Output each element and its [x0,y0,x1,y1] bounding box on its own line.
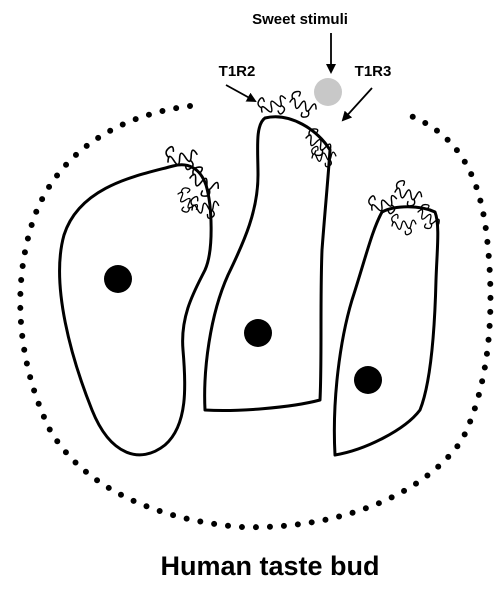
taste-bud-boundary [20,106,490,527]
nucleus-middle [244,319,272,347]
t1r3-arrow [343,88,372,120]
t1r3-label: T1R3 [355,63,392,80]
taste-cell-middle [205,117,330,411]
receptor-coils-left [164,141,223,221]
sweet-stimulus-icon [314,78,342,106]
nucleus-right [354,366,382,394]
diagram-caption: Human taste bud [160,551,379,581]
t1r2-arrow [226,85,255,101]
t1r2-label: T1R2 [219,63,256,80]
taste-cell-right [334,207,437,455]
nucleus-left [104,265,132,293]
stimulus-label: Sweet stimuli [252,11,348,28]
